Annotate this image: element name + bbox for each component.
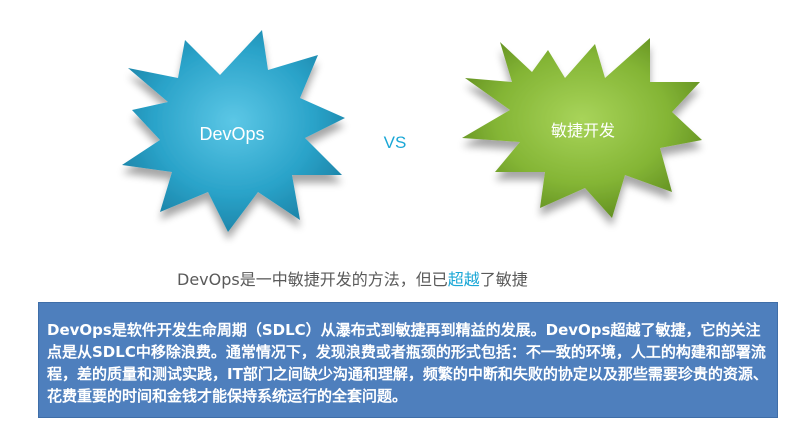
caption-after: 了敏捷	[479, 270, 528, 289]
vs-label: VS	[384, 133, 407, 152]
caption-highlight: 超越	[447, 270, 480, 289]
agile-burst-shape	[462, 38, 702, 218]
comparison-diagram: DevOps VS 敏捷开发	[122, 30, 702, 232]
agile-label: 敏捷开发	[551, 121, 615, 140]
description-text: DevOps是软件开发生命周期（SDLC）从瀑布式到敏捷再到精益的发展。DevO…	[47, 321, 768, 405]
caption: DevOps是一中敏捷开发的方法，但已超越了敏捷	[177, 266, 528, 290]
caption-before: DevOps是一中敏捷开发的方法，但已	[177, 270, 448, 289]
devops-burst-shape	[122, 30, 345, 232]
description-box: DevOps是软件开发生命周期（SDLC）从瀑布式到敏捷再到精益的发展。DevO…	[38, 302, 778, 418]
devops-label: DevOps	[199, 124, 264, 144]
